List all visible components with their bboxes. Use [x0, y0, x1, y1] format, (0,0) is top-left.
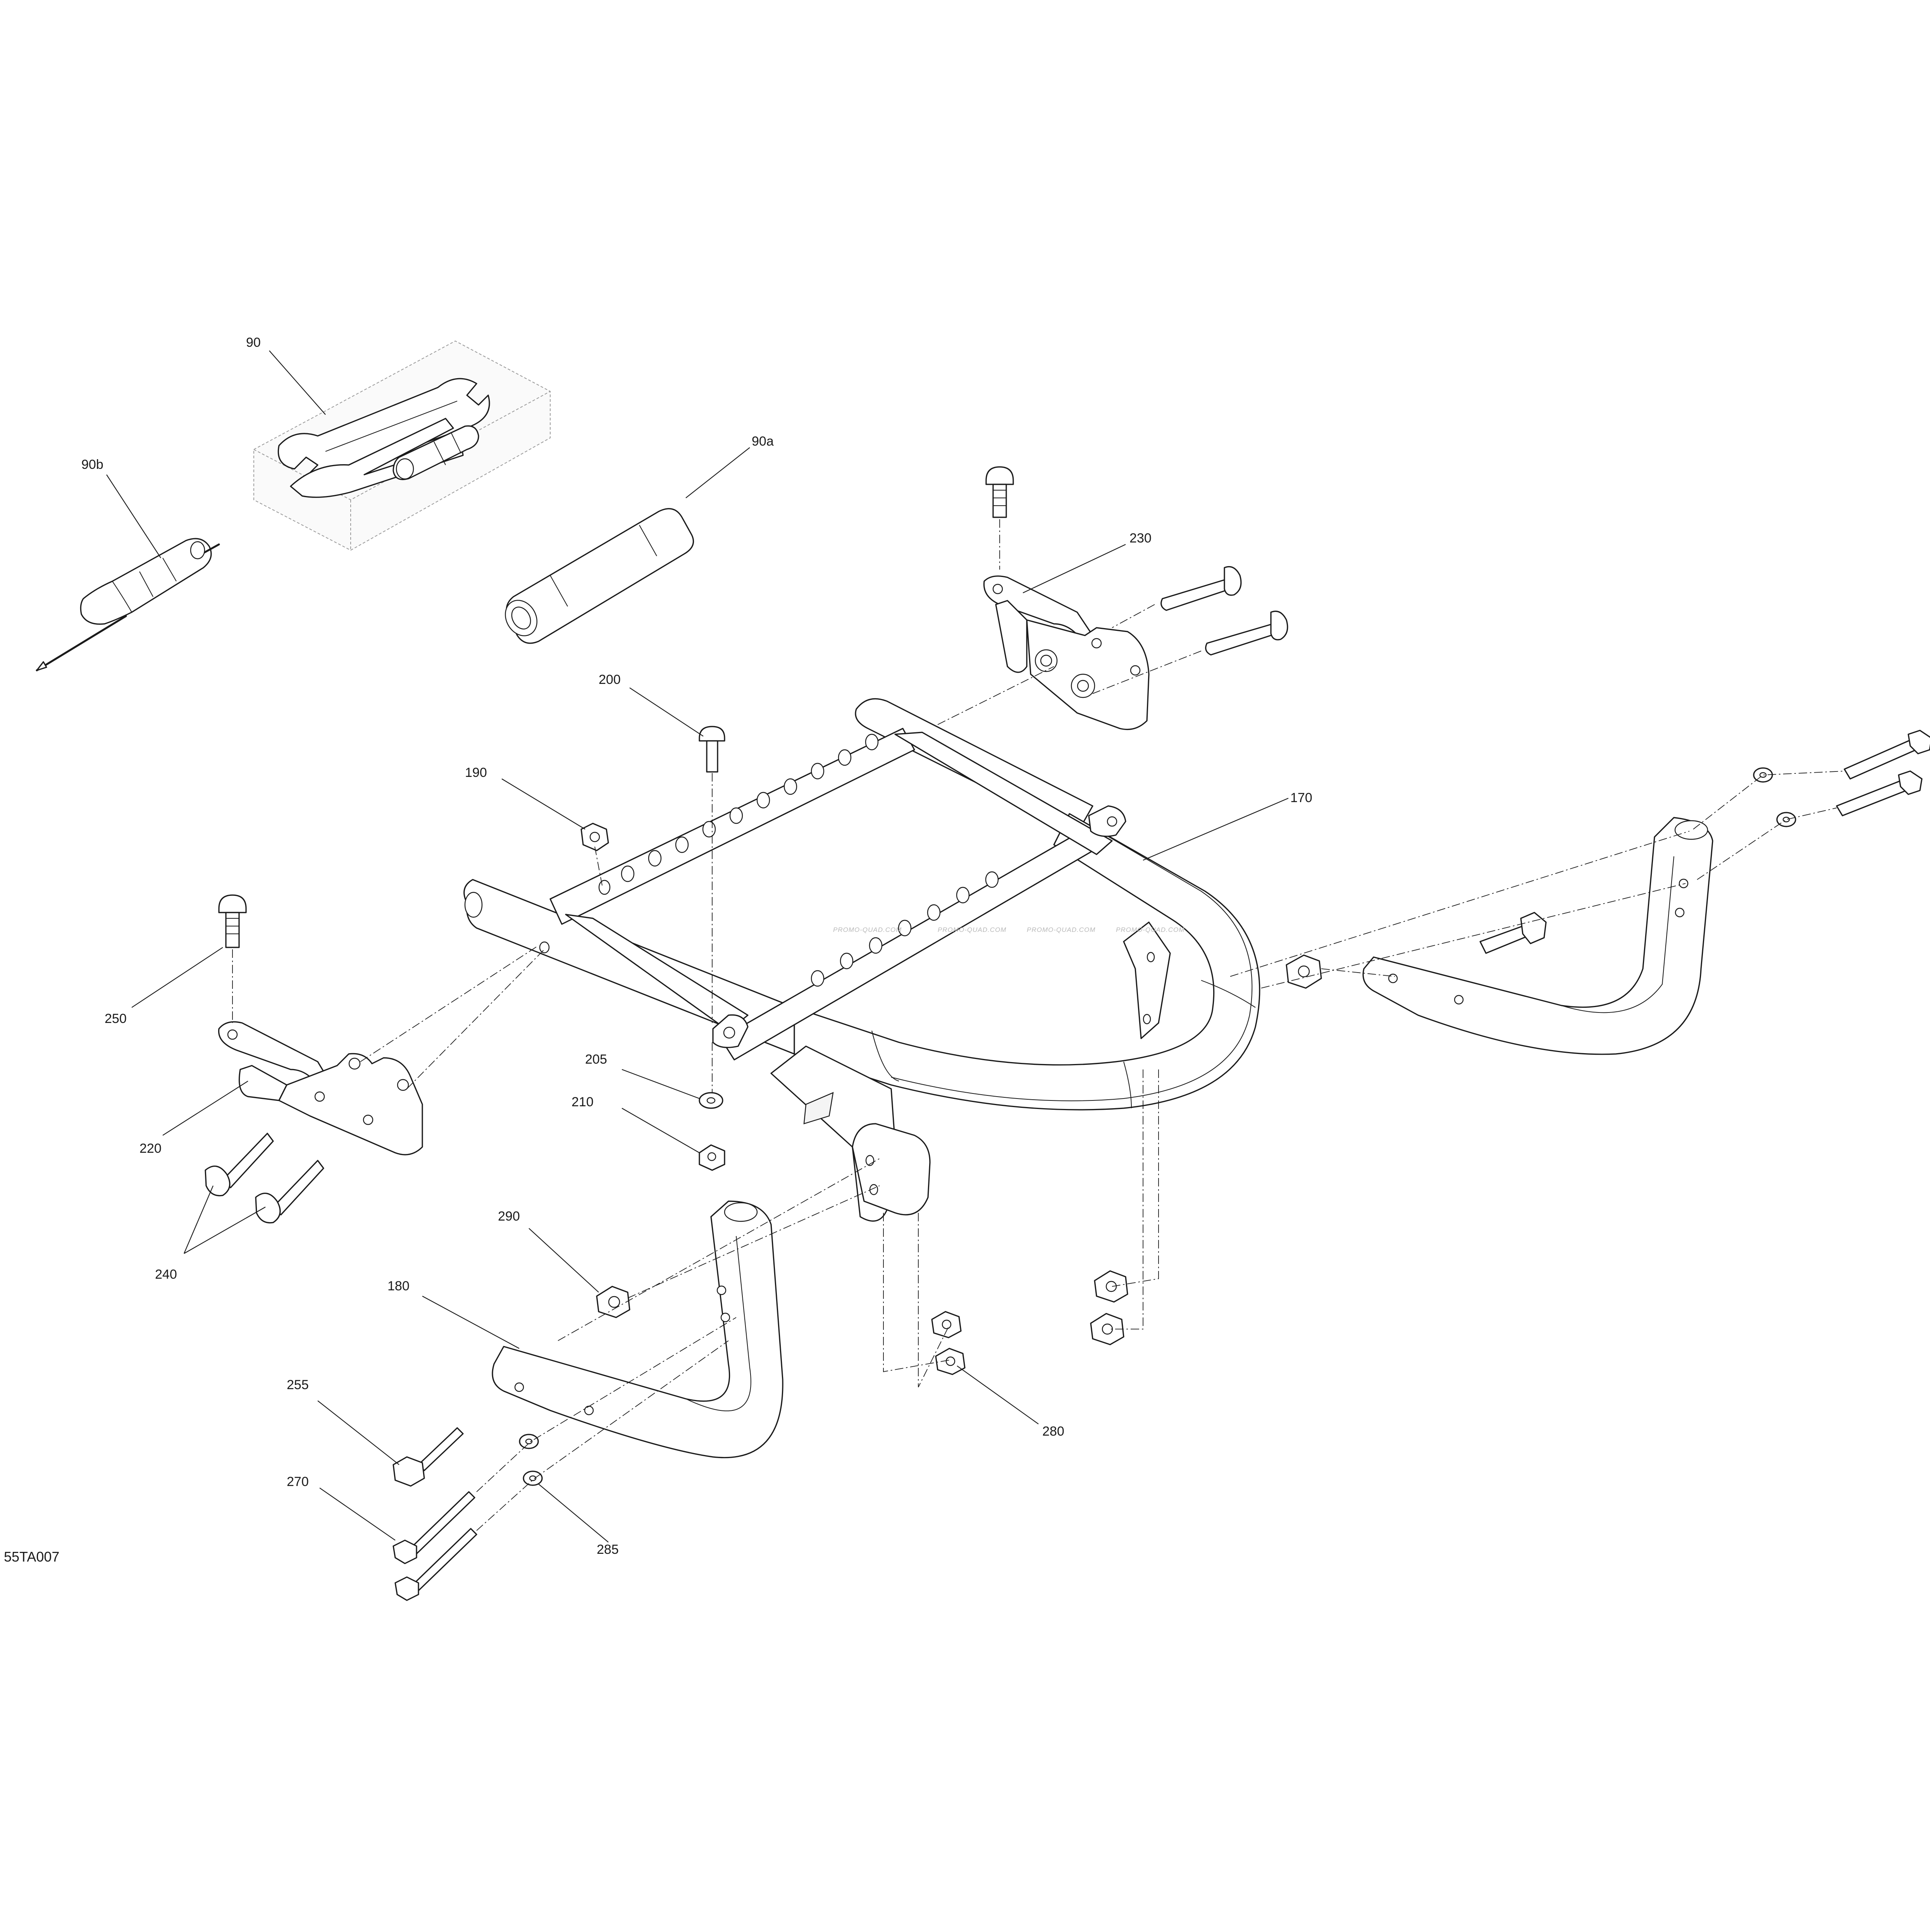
socket-wrench-illustration	[505, 508, 694, 644]
callout-180: 180	[387, 1279, 410, 1293]
callout-230: 230	[1129, 531, 1152, 546]
rail-holes-right	[811, 871, 999, 987]
callout-250: 250	[105, 1011, 127, 1026]
rail-holes-left	[598, 734, 879, 895]
screwdriver-illustration	[36, 538, 220, 672]
callout-leaders	[106, 350, 1289, 1543]
callout-90a: 90a	[752, 434, 774, 449]
callout-90: 90	[246, 335, 261, 350]
bracket-left-assembly	[205, 894, 423, 1224]
callout-290: 290	[498, 1209, 520, 1224]
callout-210: 210	[572, 1095, 594, 1109]
assembly-center-lines	[232, 519, 1845, 1531]
watermark-strip: PROMO-QUAD.COM PROMO-QUAD.COM PROMO-QUAD…	[833, 926, 1185, 933]
right-grab-handle	[1286, 730, 1930, 1055]
callout-labels: 90 90b 90a 230 200 190 170 250 220 205 2…	[81, 335, 1312, 1557]
callout-205: 205	[585, 1052, 607, 1067]
svg-text:PROMO-QUAD.COM: PROMO-QUAD.COM	[938, 926, 1006, 933]
callout-280: 280	[1042, 1424, 1064, 1439]
callout-285: 285	[597, 1542, 619, 1557]
rear-rack-frame	[463, 698, 1260, 1222]
left-grab-handle	[393, 1200, 783, 1601]
bracket-right-assembly	[983, 466, 1288, 730]
callout-200: 200	[599, 672, 621, 687]
svg-text:PROMO-QUAD.COM: PROMO-QUAD.COM	[1027, 926, 1095, 933]
callout-170: 170	[1290, 790, 1312, 805]
callout-240: 240	[155, 1267, 177, 1282]
center-fasteners	[580, 726, 725, 1171]
tool-kit-illustration	[253, 340, 551, 551]
svg-text:PROMO-QUAD.COM: PROMO-QUAD.COM	[833, 926, 902, 933]
callout-270: 270	[287, 1474, 309, 1489]
callout-255: 255	[287, 1378, 309, 1392]
svg-text:PROMO-QUAD.COM: PROMO-QUAD.COM	[1116, 926, 1185, 933]
callout-90b: 90b	[81, 457, 103, 472]
callout-190: 190	[465, 765, 487, 780]
diagram-reference-code: 55TA007	[4, 1549, 59, 1565]
nuts-280	[931, 1270, 1128, 1375]
callout-220: 220	[139, 1141, 162, 1156]
